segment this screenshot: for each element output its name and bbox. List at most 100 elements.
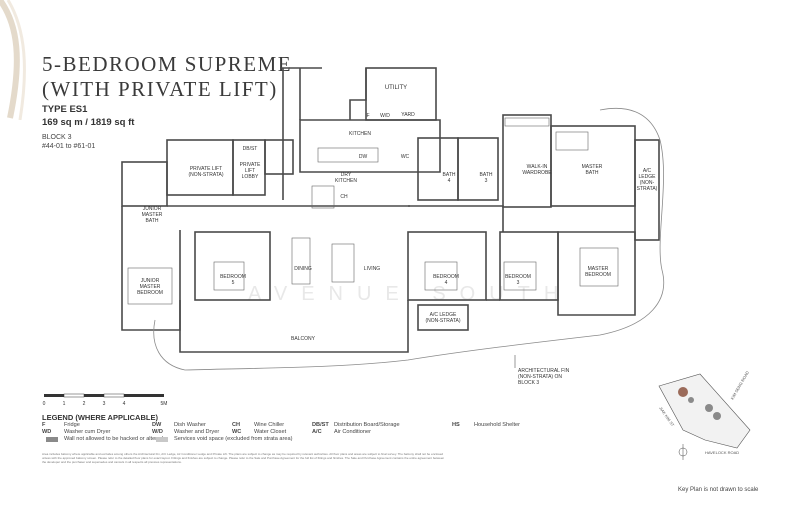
scale-bar: 0 1 2 3 4 5M [43, 393, 168, 407]
ac-ledge-right [634, 139, 660, 241]
block-marker [713, 412, 721, 420]
fixture-fridge-label: F [366, 113, 369, 119]
ac-ledge-bottom-label-1: A/C LEDGE [430, 312, 457, 318]
furniture [127, 117, 619, 305]
master-bed [579, 247, 619, 287]
junior-master-bath-label-2: MASTER [142, 212, 163, 218]
legend-entry: DB/ST Distribution Board/Storage [312, 422, 452, 429]
legend-key: HS [452, 422, 460, 428]
bath-4-label-1: BATH [443, 172, 456, 178]
scale-segment [44, 394, 64, 397]
junior-master-bed [127, 267, 173, 305]
lift-lobby-label-1: PRIVATE [240, 162, 261, 168]
legend-key: WD [42, 429, 52, 435]
bathtub [555, 131, 589, 151]
scale-segment [103, 393, 125, 398]
scale-label: 3 [103, 401, 106, 407]
bedroom-4-label-1: BEDROOM [433, 274, 459, 280]
bed-4 [424, 261, 458, 291]
void-space-swatch [156, 437, 168, 442]
bedroom-5-room [194, 231, 271, 301]
walk-in-wardrobe-label-2: WARDROBE [522, 170, 552, 176]
legend-key: DW [152, 422, 162, 428]
junior-master-bedroom-label-2: MASTER [140, 284, 161, 290]
unit-title-line1: 5-BEDROOM SUPREME [42, 52, 293, 76]
legend-text: Washer and Dryer [174, 429, 220, 435]
fin-label-2: (NON-STRATA) ON [518, 374, 562, 380]
scale-segment [124, 394, 164, 397]
bedroom-3-label-2: 3 [517, 280, 520, 286]
block-marker [705, 404, 713, 412]
unit-title: 5-BEDROOM SUPREME (WITH PRIVATE LIFT) [42, 52, 292, 102]
legend-text: Household Shelter [474, 422, 521, 428]
living-label: LIVING [364, 266, 381, 272]
scale-segment [84, 394, 104, 397]
scale-label: 5M [161, 401, 168, 407]
master-bedroom-room [557, 231, 636, 316]
yard-label: YARD [401, 112, 415, 118]
scale-label: 4 [123, 401, 126, 407]
walk-in-wardrobe-room [502, 114, 552, 208]
wall-swatch [46, 437, 58, 442]
private-lift-label-1: PRIVATE LIFT [190, 166, 222, 172]
legend-text: Services void space (excluded from strat… [174, 436, 293, 442]
legend-entry: WC Water Closet [232, 429, 312, 436]
balcony-label: BALCONY [291, 336, 316, 342]
disclaimer-text: Area includes balcony where applicable a… [42, 452, 445, 464]
legend-entry: Services void space (excluded from strat… [152, 436, 362, 443]
junior-master-bath-label-3: BATH [146, 218, 159, 224]
dining-label: DINING [294, 266, 312, 272]
legend-text: Wall not allowed to be hacked or altered [64, 436, 164, 442]
legend-key: F [42, 422, 46, 428]
legend-key: WC [232, 429, 242, 435]
legend-text: Washer cum Dryer [64, 429, 111, 435]
legend-key: DB/ST [312, 422, 329, 428]
north-arrow-icon [678, 444, 688, 460]
bath-4-room [417, 137, 459, 201]
legend-key: A/C [312, 429, 322, 435]
ac-ledge-bottom [417, 304, 469, 331]
legend-text: Distribution Board/Storage [334, 422, 400, 428]
block-marker [678, 387, 688, 397]
master-bedroom-label-2: BEDROOM [585, 272, 611, 278]
unit-block: BLOCK 3 [42, 134, 72, 141]
key-plan: HAVELOCK ROAD KIM SENG ROAD JIAK KIM ST [658, 370, 751, 460]
walk-in-wardrobe-label-1: WALK-IN [527, 164, 548, 170]
fixture-washer-dryer-label: W/D [380, 113, 390, 119]
private-lift-label-2: (NON-STRATA) [188, 172, 223, 178]
wardrobe-rack [504, 117, 550, 127]
dry-kitchen-label-2: KITCHEN [335, 178, 357, 184]
legend-text: Wine Chiller [254, 422, 285, 428]
ac-ledge-right-label-3: (NON- [640, 180, 655, 186]
kitchen-island [311, 185, 335, 209]
legend-text: Air Conditioner [334, 429, 371, 435]
lift-lobby-label-3: LOBBY [242, 174, 259, 180]
bath-3-room [457, 137, 499, 201]
scale-label: 1 [63, 401, 66, 407]
unit-area: 169 sq m / 1819 sq ft [42, 117, 135, 128]
corner-swirl-decoration [0, 0, 26, 120]
road-label: KIM SENG ROAD [730, 370, 750, 401]
legend-text: Water Closet [254, 429, 287, 435]
legend-entry: WD Washer cum Dryer [42, 429, 152, 436]
bed-5 [213, 261, 245, 291]
junior-master-bedroom-label-1: JUNIOR [141, 278, 160, 284]
bedroom-4-room [407, 231, 487, 301]
ac-ledge-right-label-2: LEDGE [639, 174, 657, 180]
fin-label-1: ARCHITECTURAL FIN [518, 368, 570, 374]
scale-label: 0 [43, 401, 46, 407]
kitchen-room [299, 119, 441, 173]
legend-text: Fridge [64, 422, 80, 428]
floor-plan-walls [121, 67, 660, 353]
bedroom-5-label-2: 5 [232, 280, 235, 286]
watermark: AVENUE SOUTH [248, 283, 572, 305]
bedroom-3-label-1: BEDROOM [505, 274, 531, 280]
dbst-label: DB/ST [243, 146, 258, 152]
ac-ledge-right-label-4: STRATA) [637, 186, 658, 192]
kitchen-counter [317, 147, 379, 163]
